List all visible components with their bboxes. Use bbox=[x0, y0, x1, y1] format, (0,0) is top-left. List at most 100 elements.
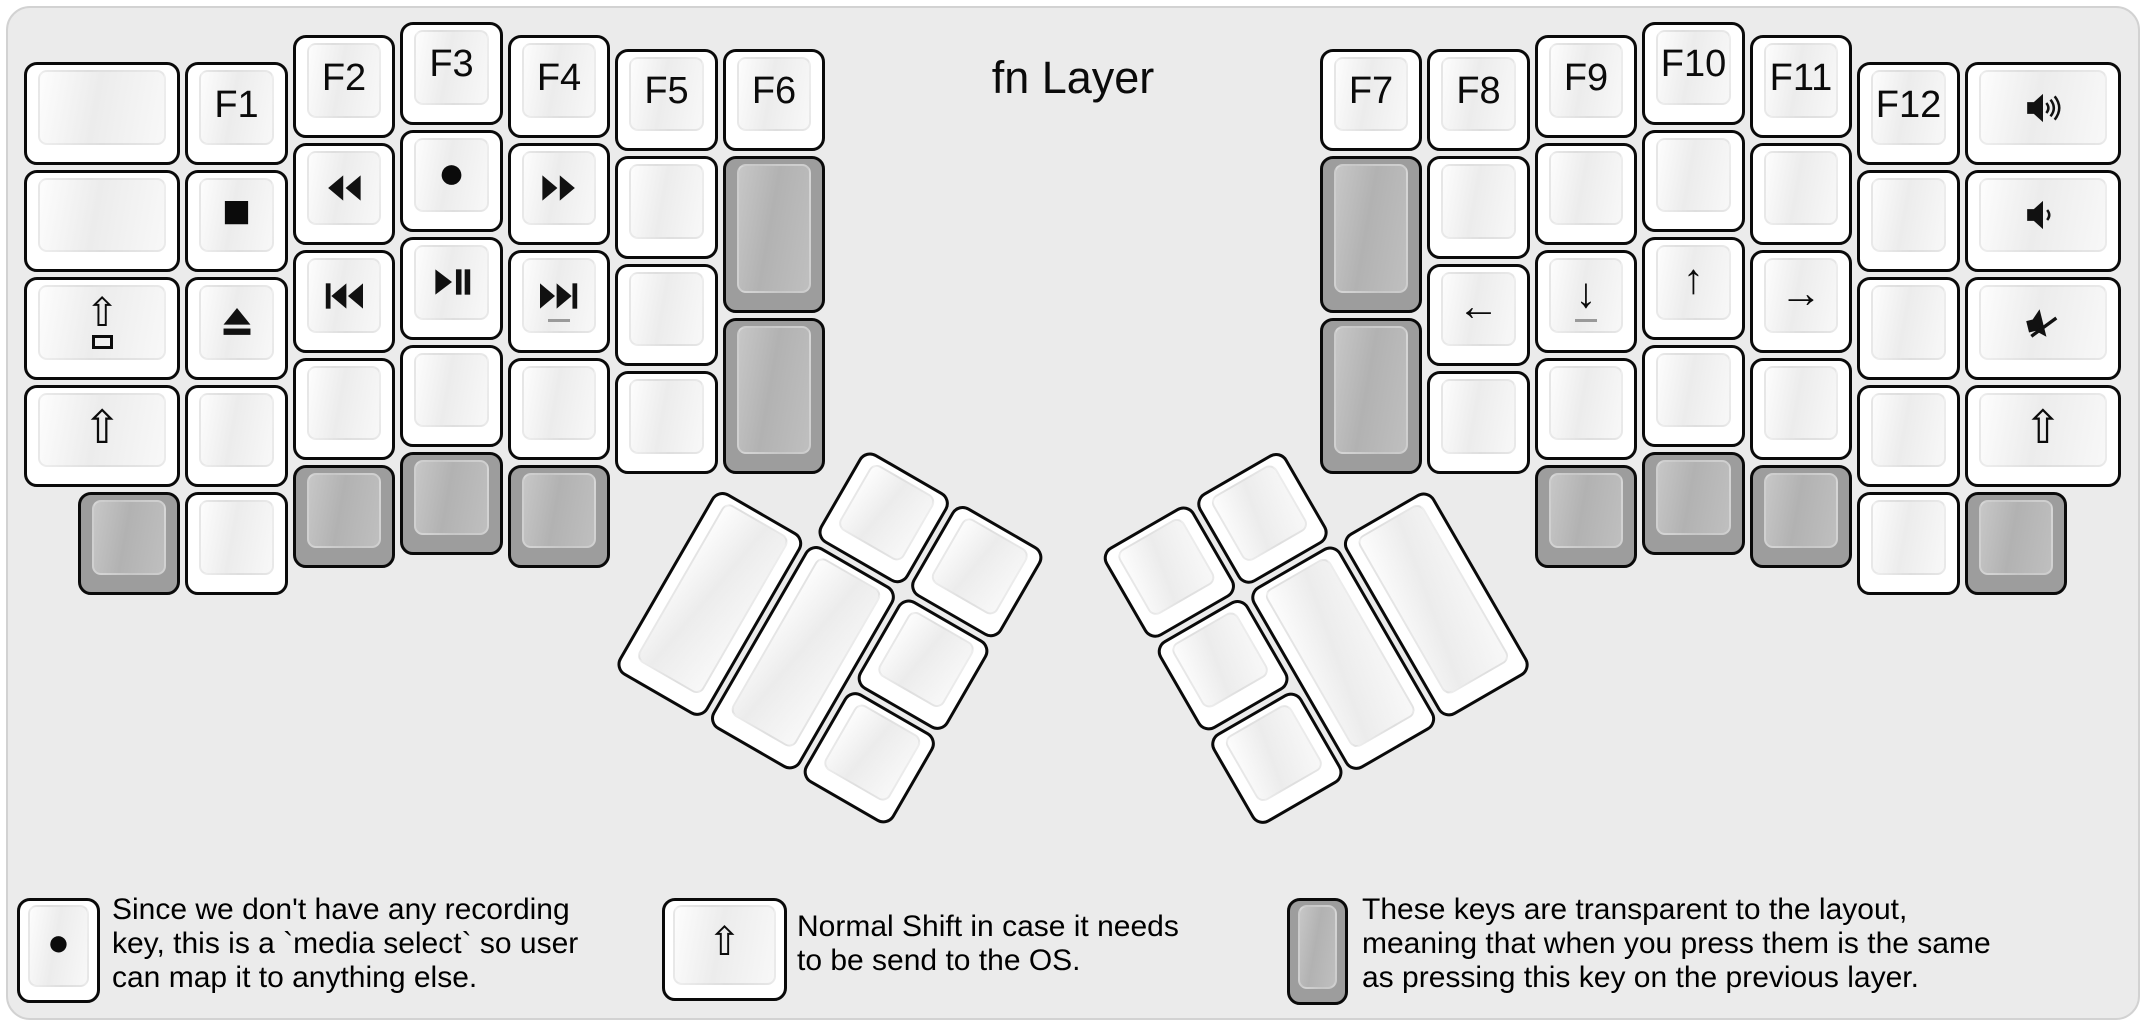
key-transparent[interactable] bbox=[77, 492, 181, 595]
key-arrow-up[interactable]: ↑ bbox=[1642, 237, 1745, 340]
key-transparent[interactable] bbox=[1964, 492, 2068, 595]
keycap-surface bbox=[306, 150, 382, 226]
key-transparent[interactable] bbox=[1749, 465, 1853, 568]
keycap-surface bbox=[1441, 164, 1516, 239]
key-f7[interactable]: F7 bbox=[1319, 48, 1423, 152]
key-blank[interactable] bbox=[185, 384, 288, 488]
key-blank[interactable] bbox=[1642, 129, 1745, 232]
keycap-surface bbox=[629, 164, 704, 239]
key-blank[interactable] bbox=[615, 263, 718, 367]
key-f2[interactable]: F2 bbox=[292, 35, 396, 138]
key-label-arrow-down: ↓ bbox=[1575, 268, 1597, 316]
key-label-f6: F6 bbox=[751, 70, 797, 113]
keycap-surface bbox=[1871, 285, 1946, 360]
keycap-surface bbox=[1222, 702, 1324, 804]
key-f9[interactable]: F9 bbox=[1534, 35, 1638, 138]
key-blank[interactable] bbox=[400, 344, 503, 447]
key-volume-down[interactable] bbox=[1964, 169, 2121, 273]
key-blank[interactable] bbox=[292, 357, 396, 461]
key-next-track[interactable] bbox=[507, 250, 611, 353]
keycap-surface: ● bbox=[414, 137, 489, 212]
key-stop[interactable]: ■ bbox=[185, 169, 288, 273]
key-f11[interactable]: F11 bbox=[1749, 35, 1853, 138]
key-transparent[interactable] bbox=[722, 156, 826, 313]
key-transparent[interactable] bbox=[1319, 156, 1423, 313]
key-blank[interactable] bbox=[24, 62, 181, 165]
key-f3[interactable]: F3 bbox=[400, 22, 503, 125]
key-blank[interactable] bbox=[24, 169, 181, 273]
keycap-surface bbox=[1978, 177, 2107, 253]
key-fast-forward[interactable] bbox=[507, 142, 611, 246]
keycap-surface bbox=[91, 500, 167, 575]
key-f10[interactable]: F10 bbox=[1642, 22, 1745, 125]
keycap-surface bbox=[1333, 164, 1409, 293]
key-blank[interactable] bbox=[615, 156, 718, 259]
key-mute[interactable] bbox=[1964, 277, 2121, 380]
key-rewind[interactable] bbox=[292, 142, 396, 246]
key-transparent[interactable] bbox=[722, 317, 826, 474]
keycap-surface bbox=[521, 258, 597, 333]
key-blank[interactable] bbox=[1749, 142, 1853, 246]
key-f4[interactable]: F4 bbox=[507, 35, 611, 138]
key-shift-left[interactable]: ⇧ bbox=[24, 384, 181, 488]
key-transparent[interactable] bbox=[1642, 452, 1745, 555]
key-transparent[interactable] bbox=[1534, 465, 1638, 568]
key-blank[interactable] bbox=[1534, 142, 1638, 246]
key-prev-track[interactable] bbox=[292, 250, 396, 353]
key-shift-right[interactable]: ⇧ bbox=[1964, 384, 2121, 488]
key-label-f1: F1 bbox=[214, 83, 259, 126]
keycap-surface bbox=[736, 164, 812, 293]
key-blank[interactable] bbox=[1427, 156, 1530, 259]
key-blank[interactable] bbox=[185, 492, 288, 595]
eject-icon bbox=[218, 304, 256, 342]
key-eject[interactable] bbox=[185, 277, 288, 380]
key-blank[interactable] bbox=[1534, 357, 1638, 461]
keycap-surface: ● bbox=[28, 905, 89, 987]
key-blank[interactable] bbox=[507, 357, 611, 461]
keycap-surface: ↓ bbox=[1548, 258, 1624, 333]
keycap-surface: F7 bbox=[1333, 56, 1409, 132]
key-arrow-down[interactable]: ↓ bbox=[1534, 250, 1638, 353]
keycap-surface bbox=[821, 701, 924, 804]
keycap-surface bbox=[1871, 177, 1946, 253]
keycap-surface bbox=[1763, 365, 1839, 441]
key-blank[interactable] bbox=[1857, 277, 1960, 380]
key-transparent[interactable] bbox=[292, 465, 396, 568]
key-f1[interactable]: F1 bbox=[185, 62, 288, 165]
key-blank[interactable] bbox=[1642, 344, 1745, 447]
record-icon: ● bbox=[47, 922, 70, 964]
keycap-surface bbox=[199, 392, 274, 468]
keycap-surface bbox=[629, 379, 704, 454]
key-media-select[interactable]: ● bbox=[400, 129, 503, 232]
caps-lock-icon: ⇧ bbox=[85, 293, 119, 349]
key-blank[interactable] bbox=[1749, 357, 1853, 461]
key-transparent[interactable] bbox=[400, 452, 503, 555]
prev-track-icon bbox=[321, 277, 367, 315]
key-transparent[interactable] bbox=[507, 465, 611, 568]
keycap-surface bbox=[1978, 285, 2107, 360]
key-blank[interactable] bbox=[1857, 492, 1960, 595]
key-caps-lock[interactable]: ⇧ bbox=[24, 277, 181, 380]
key-arrow-right[interactable]: → bbox=[1749, 250, 1853, 353]
key-label-media-select: ● bbox=[437, 145, 466, 198]
key-play-pause[interactable] bbox=[400, 237, 503, 340]
key-label-f2: F2 bbox=[321, 56, 367, 99]
key-f6[interactable]: F6 bbox=[722, 48, 826, 152]
key-transparent[interactable] bbox=[1319, 317, 1423, 474]
key-arrow-left[interactable]: ← bbox=[1427, 263, 1530, 367]
key-blank[interactable] bbox=[1427, 371, 1530, 474]
key-blank[interactable] bbox=[1857, 384, 1960, 488]
key-blank[interactable] bbox=[615, 371, 718, 474]
legend-key-transparent bbox=[1287, 898, 1348, 1005]
keycap-surface: F1 bbox=[199, 70, 274, 145]
keycap-surface: F12 bbox=[1871, 70, 1946, 145]
key-f5[interactable]: F5 bbox=[615, 48, 718, 152]
key-volume-up[interactable] bbox=[1964, 62, 2121, 165]
legend-key-shift: ⇧ bbox=[662, 898, 787, 1001]
key-f8[interactable]: F8 bbox=[1427, 48, 1530, 152]
key-f12[interactable]: F12 bbox=[1857, 62, 1960, 165]
keycap-surface bbox=[1978, 70, 2107, 145]
legend-key-media-select: ● bbox=[17, 898, 100, 1003]
keycap-surface: ← bbox=[1441, 271, 1516, 347]
key-blank[interactable] bbox=[1857, 169, 1960, 273]
